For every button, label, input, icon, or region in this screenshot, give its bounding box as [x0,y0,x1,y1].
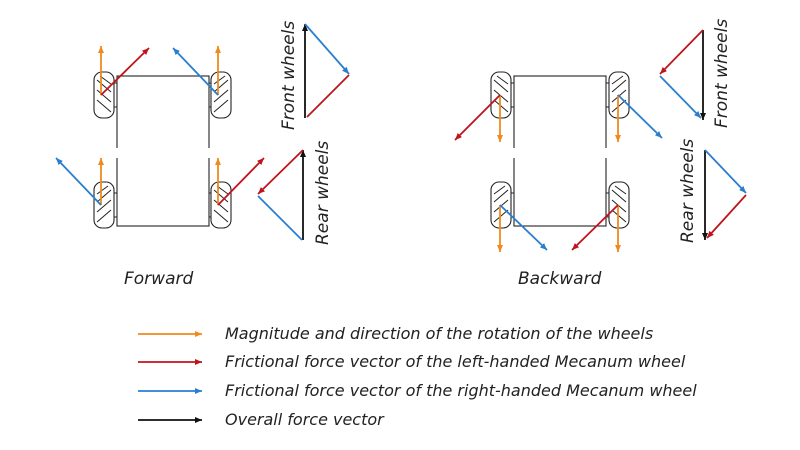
backward-front-triangle [659,29,706,120]
forward-wheel-front-right [209,71,232,119]
forward-robot [55,46,265,229]
legend-item-right-friction: Frictional force vector of the right-han… [138,381,697,400]
backward-front-wheels-label: Front wheels [712,19,732,128]
backward-wheel-front-left [490,71,514,119]
forward-chassis [116,75,210,227]
forward-wheel-rear-left [93,181,117,229]
forward-label: Forward [124,269,193,289]
backward-rotation-arrows [497,95,621,252]
forward-rear-wheels-label: Rear wheels [313,141,333,245]
backward-wheel-rear-left [490,181,514,229]
legend-text-overall: Overall force vector [225,410,385,429]
forward-front-wheels-label: Front wheels [279,21,299,130]
backward-rear-triangle [702,149,747,240]
forward-wheel-front-left [93,71,117,119]
legend: Magnitude and direction of the rotation … [138,324,697,429]
backward-rear-wheels-label: Rear wheels [678,139,698,243]
backward-friction-vectors [454,94,663,251]
backward-robot [454,71,663,252]
backward-chassis [513,75,607,227]
legend-item-left-friction: Frictional force vector of the left-hand… [138,352,686,371]
forward-rotation-arrows [98,46,221,205]
backward-wheel-rear-right [606,181,630,229]
legend-text-left-friction: Frictional force vector of the left-hand… [225,352,686,371]
legend-text-right-friction: Frictional force vector of the right-han… [225,381,697,400]
legend-text-rotation: Magnitude and direction of the rotation … [225,324,653,343]
forward-rear-triangle [257,149,306,241]
forward-wheel-rear-right [209,181,232,229]
legend-item-rotation: Magnitude and direction of the rotation … [138,324,653,343]
forward-friction-vectors [55,47,265,206]
legend-item-overall: Overall force vector [138,410,385,429]
backward-label: Backward [518,269,602,289]
forward-front-triangle [302,23,350,118]
